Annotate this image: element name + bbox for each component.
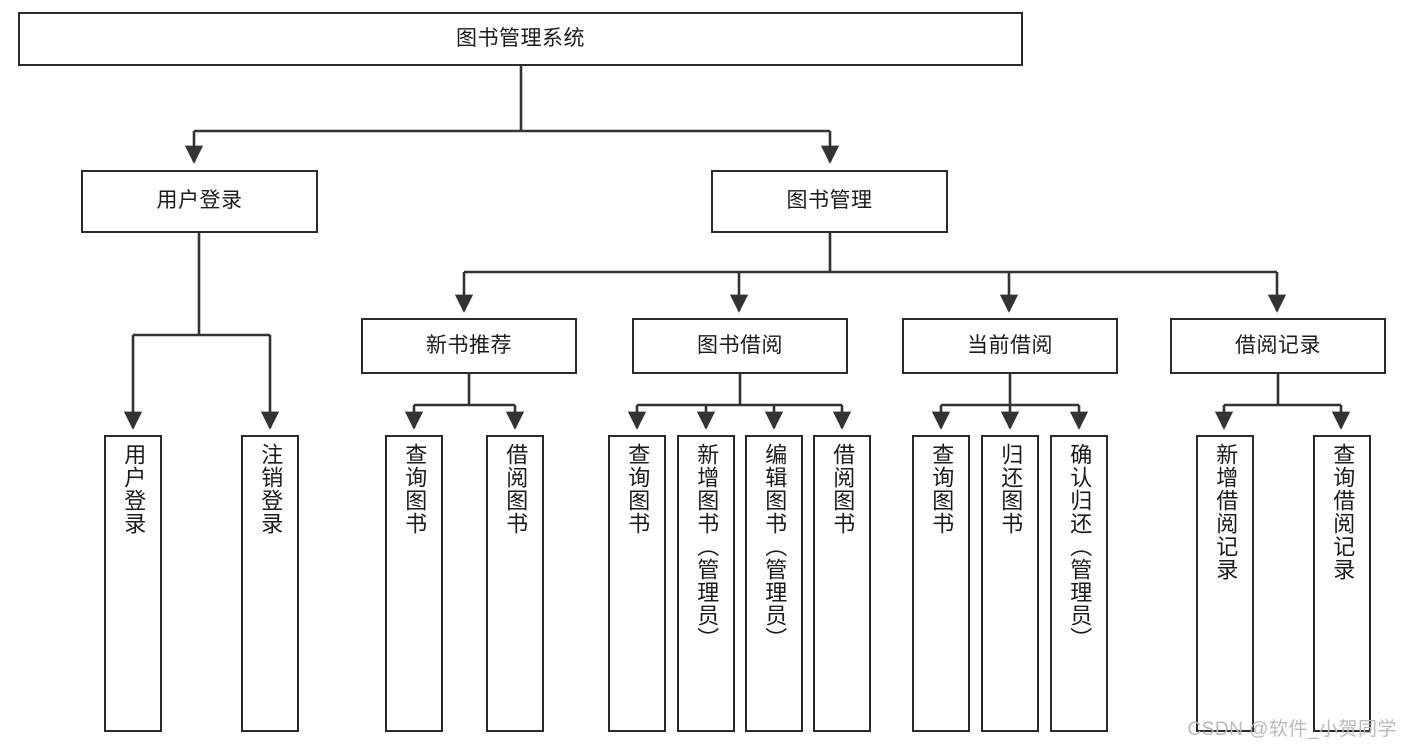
node-borrow-record-label: 借阅记录 <box>1235 333 1321 357</box>
node-new-book-recommend[interactable]: 新书推荐 <box>361 318 577 374</box>
node-user-login-label: 用户登录 <box>156 189 243 213</box>
leaf-add-record-label: 新增借阅记录 <box>1213 443 1239 581</box>
leaf-query-book-1[interactable]: 查询图书 <box>385 435 443 732</box>
leaf-borrow-book-1[interactable]: 借阅图书 <box>486 435 544 732</box>
leaf-user-login[interactable]: 用户登录 <box>104 435 162 732</box>
leaf-borrow-book-1-label: 借阅图书 <box>503 443 529 535</box>
leaf-query-book-1-label: 查询图书 <box>402 443 428 535</box>
leaf-return-book-label: 归还图书 <box>998 443 1024 535</box>
watermark-text: CSDN @软件_小贺同学 <box>1187 719 1397 740</box>
leaf-borrow-book-2[interactable]: 借阅图书 <box>813 435 871 732</box>
node-current-borrow-label: 当前借阅 <box>967 333 1053 357</box>
leaf-edit-book-label: 编辑图书（管理员） <box>762 443 788 650</box>
leaf-add-record[interactable]: 新增借阅记录 <box>1196 435 1254 732</box>
node-root[interactable]: 图书管理系统 <box>18 12 1023 66</box>
leaf-query-book-2-label: 查询图书 <box>625 443 651 535</box>
leaf-borrow-book-2-label: 借阅图书 <box>830 443 856 535</box>
leaf-return-book[interactable]: 归还图书 <box>981 435 1039 732</box>
leaf-query-book-2[interactable]: 查询图书 <box>608 435 666 732</box>
leaf-user-login-label: 用户登录 <box>121 443 147 535</box>
leaf-edit-book[interactable]: 编辑图书（管理员） <box>745 435 803 732</box>
leaf-query-record-label: 查询借阅记录 <box>1330 443 1356 581</box>
node-root-label: 图书管理系统 <box>456 26 585 50</box>
node-borrow-record[interactable]: 借阅记录 <box>1170 318 1386 374</box>
node-book-borrow[interactable]: 图书借阅 <box>632 318 848 374</box>
leaf-user-logout-label: 注销登录 <box>258 443 284 535</box>
leaf-query-book-3-label: 查询图书 <box>929 443 955 535</box>
leaf-user-logout[interactable]: 注销登录 <box>241 435 299 732</box>
leaf-add-book[interactable]: 新增图书（管理员） <box>677 435 735 732</box>
node-book-manage[interactable]: 图书管理 <box>711 170 948 233</box>
node-user-login[interactable]: 用户登录 <box>81 170 318 233</box>
leaf-query-book-3[interactable]: 查询图书 <box>912 435 970 732</box>
node-book-borrow-label: 图书借阅 <box>697 333 783 357</box>
node-new-book-recommend-label: 新书推荐 <box>426 333 512 357</box>
node-current-borrow[interactable]: 当前借阅 <box>902 318 1118 374</box>
leaf-add-book-label: 新增图书（管理员） <box>694 443 720 650</box>
leaf-confirm-return[interactable]: 确认归还（管理员） <box>1050 435 1108 732</box>
leaf-query-record[interactable]: 查询借阅记录 <box>1313 435 1371 732</box>
node-book-manage-label: 图书管理 <box>786 189 873 213</box>
leaf-confirm-return-label: 确认归还（管理员） <box>1067 443 1093 650</box>
